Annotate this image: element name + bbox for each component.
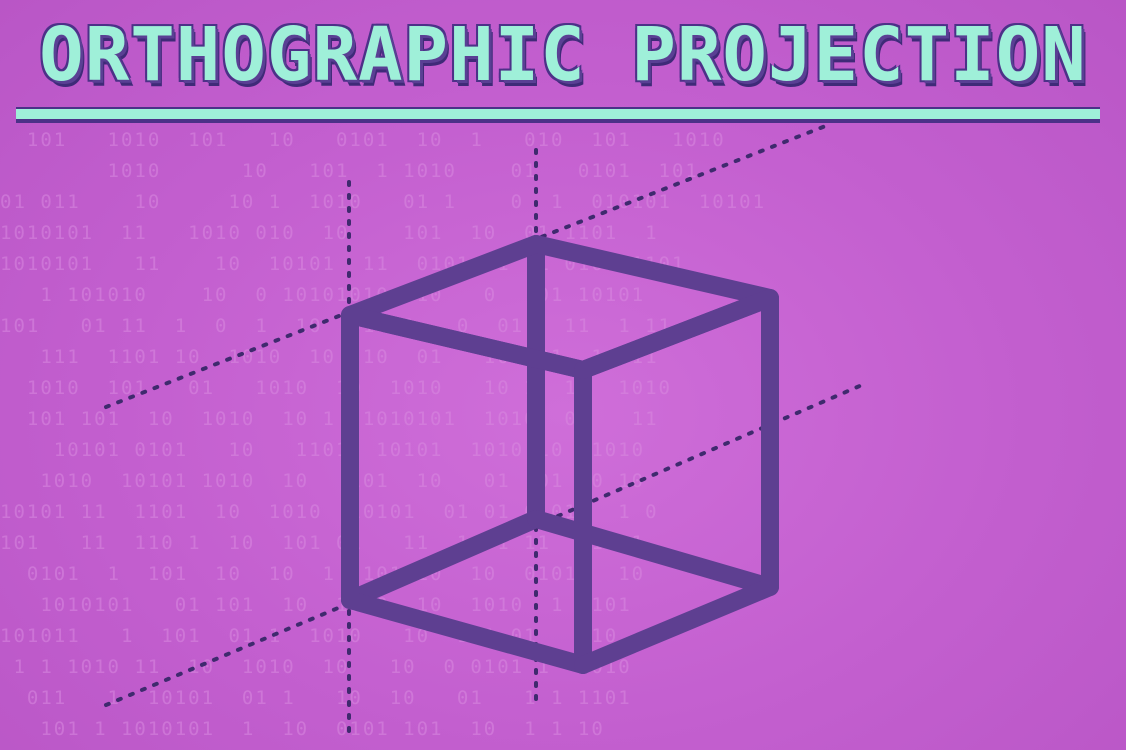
cube-top-face bbox=[341, 235, 779, 379]
cube-right-face bbox=[574, 289, 779, 674]
diagonal-guide-bottom bbox=[104, 601, 352, 707]
page-title: ORTHOGRAPHIC PROJECTION bbox=[39, 12, 1087, 98]
diagonal-guide-top bbox=[104, 123, 830, 409]
title-underline bbox=[16, 109, 1100, 119]
diagonal-guide-middle bbox=[556, 383, 864, 518]
cube-front-face bbox=[341, 306, 592, 674]
cube-back-bottom-left-edge bbox=[341, 510, 545, 609]
cube-back-bottom-right-edge bbox=[527, 510, 779, 596]
